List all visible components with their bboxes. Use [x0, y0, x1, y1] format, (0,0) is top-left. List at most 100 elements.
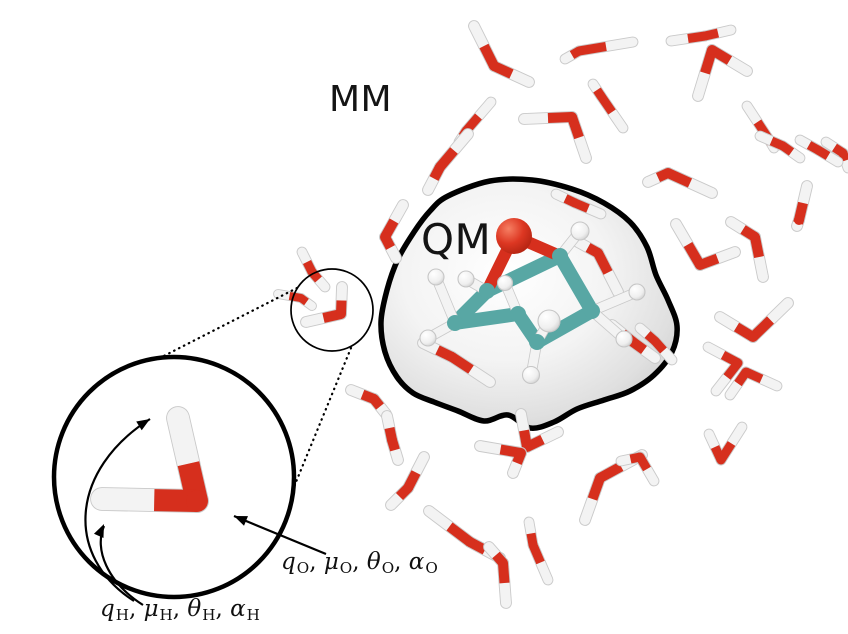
water-hydrogen-cap: [501, 598, 511, 608]
water-hydrogen-cap: [486, 97, 496, 107]
arrow-head: [234, 516, 249, 526]
water-hydrogen-cap: [616, 456, 626, 466]
water-oxygen-elbow: [700, 31, 710, 41]
hydrogen-atom: [419, 329, 437, 347]
hydrogen-atom: [628, 283, 646, 301]
water-oxygen-elbow: [387, 435, 397, 445]
water-hydrogen-cap: [475, 441, 485, 451]
water-hydrogen-cap: [795, 153, 805, 163]
water-hydrogen-cap: [543, 575, 553, 585]
water-hydrogen-cap: [671, 219, 681, 229]
water-oxygen-elbow: [748, 332, 758, 342]
carbon-atom: [552, 248, 568, 264]
mm-water-layer: [273, 20, 848, 609]
water-hydrogen-cap: [643, 177, 653, 187]
water-oxygen-elbow: [297, 294, 305, 302]
oxygen-atom: [496, 218, 532, 254]
water-oxygen-elbow: [663, 168, 673, 178]
water-hydrogen-cap: [742, 66, 752, 76]
magnifier-projection-line: [150, 286, 299, 364]
water-hydrogen-cap: [391, 253, 401, 263]
water-hydrogen-cap: [424, 506, 434, 516]
water-hydrogen-cap: [737, 422, 747, 432]
water-hydrogen-cap: [463, 129, 473, 139]
hydrogen-params-label: qH, μH, θH, αH: [100, 596, 260, 625]
magnifier-lens-circle: [51, 354, 297, 600]
water-oxygen-elbow: [707, 45, 717, 55]
magnifier-layer: [51, 268, 374, 600]
water-oxygen-elbow: [750, 232, 760, 242]
hydrogen-atom: [496, 274, 514, 292]
water-oxygen-elbow: [403, 483, 413, 493]
water-hydrogen-cap: [693, 91, 703, 101]
water-hydrogen-cap: [580, 515, 590, 525]
water-hydrogen-cap: [772, 381, 782, 391]
water-hydrogen-cap: [821, 137, 831, 147]
water-hydrogen-cap: [704, 429, 714, 439]
water-oxygen-elbow: [567, 112, 577, 122]
water-hydrogen-cap: [667, 355, 677, 365]
water-hydrogen-cap: [560, 54, 570, 64]
hydrogen-annotation-arrow: [84, 418, 151, 602]
water-hydrogen-cap: [588, 79, 598, 89]
water-oxygen-elbow: [489, 61, 499, 71]
water-hydrogen-cap: [551, 189, 561, 199]
water-hydrogen-cap: [274, 290, 282, 298]
water-hydrogen-cap: [308, 302, 316, 310]
water-oxygen-elbow: [307, 267, 317, 277]
water-oxygen-elbow: [435, 162, 445, 172]
water-oxygen-elbow: [593, 248, 603, 258]
water-hydrogen-arm: [605, 37, 634, 51]
water-hydrogen-cap: [802, 181, 812, 191]
water-hydrogen-cap: [337, 282, 347, 292]
water-oxygen-arm: [578, 42, 607, 56]
water-oxygen-elbow: [778, 141, 788, 151]
carbon-carbon-bond: [530, 304, 599, 349]
water-hydrogen-cap: [843, 163, 848, 173]
qm-molecule-layer: [419, 218, 646, 385]
carbon-atom: [447, 315, 463, 331]
water-hydrogen-cap: [419, 452, 429, 462]
water-hydrogen-cap: [711, 386, 721, 396]
water-hydrogen-cap: [730, 247, 740, 257]
water-hydrogen-cap: [758, 272, 768, 282]
water-oxygen-elbow: [498, 558, 508, 568]
hydrogen-atom: [457, 270, 475, 288]
water-hydrogen-cap: [703, 342, 713, 352]
water-hydrogen-cap: [519, 114, 529, 124]
water-hydrogen-cap: [726, 25, 736, 35]
hydrogen-atom: [521, 365, 541, 385]
water-hydrogen-cap: [707, 188, 717, 198]
water-hydrogen-cap: [742, 101, 752, 111]
arrow-head: [136, 419, 150, 431]
water-oxygen-elbow: [447, 352, 457, 362]
water-oxygen-elbow: [570, 198, 580, 208]
water-hydrogen-cap: [485, 377, 495, 387]
water-oxygen-elbow: [650, 336, 660, 346]
annotation-arrow-layer: [84, 418, 327, 606]
water-hydrogen-cap: [524, 77, 534, 87]
oxygen-annotation-arrow: [233, 514, 327, 556]
water-oxygen-elbow: [380, 232, 390, 242]
carbon-atom: [479, 283, 495, 299]
water-oxygen-elbow: [528, 540, 538, 550]
water-hydrogen-cap: [618, 123, 628, 133]
water-hydrogen-cap: [795, 135, 805, 145]
water-oxygen-elbow: [595, 473, 605, 483]
water-oxygen-elbow: [336, 309, 346, 319]
water-hydrogen-cap: [755, 131, 765, 141]
water-hydrogen-cap: [635, 323, 645, 333]
water-hydrogen-cap: [301, 317, 311, 327]
magnifier-projection-line: [278, 346, 353, 523]
carbon-atom: [510, 306, 526, 322]
water-hydrogen-cap: [423, 185, 433, 195]
water-oxygen-elbow: [516, 448, 526, 458]
water-hydrogen-cap: [715, 312, 725, 322]
water-hydrogen-cap: [666, 36, 676, 46]
water-hydrogen-cap: [726, 217, 736, 227]
water-oxygen-elbow: [186, 490, 208, 512]
hydrogen-atom: [537, 309, 561, 333]
water-oxygen-elbow: [596, 91, 606, 101]
water-hydrogen-cap: [833, 157, 843, 167]
